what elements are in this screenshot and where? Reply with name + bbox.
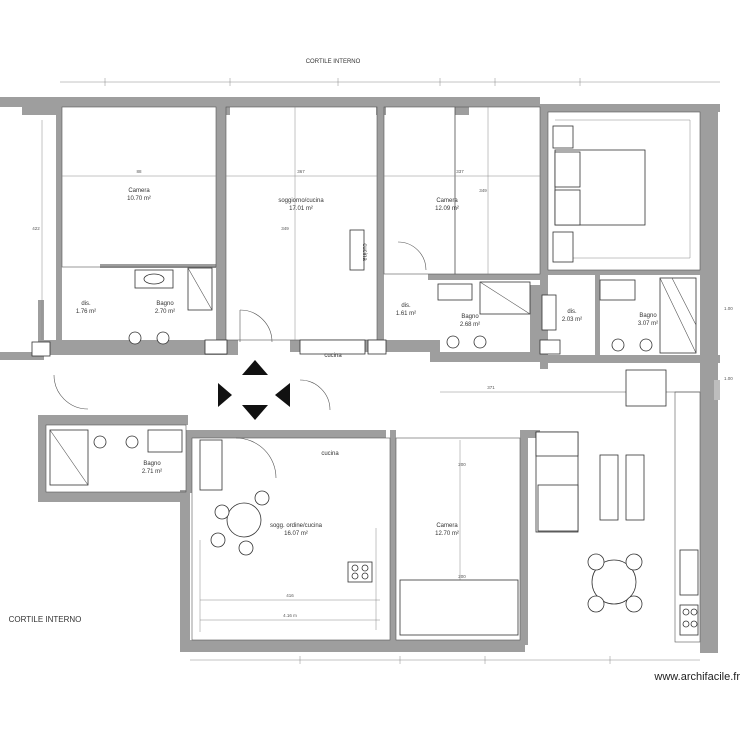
room-bagno-1-name: Bagno xyxy=(156,301,174,307)
courtyard-bottom-label: CORTILE INTERNO xyxy=(9,615,82,624)
room-bagno-3-area: 3.07 m² xyxy=(638,321,658,327)
courtyard-top-label: CORTILE INTERNO xyxy=(306,59,361,65)
room-bagno-3-name: Bagno xyxy=(639,313,657,319)
room-bagno-2-area: 2.68 m² xyxy=(460,322,480,328)
room-labels: Camera 10.70 m² soggiorno/cucina 17.01 m… xyxy=(9,188,659,624)
room-soggiorno-2-area: 16.07 m² xyxy=(284,531,308,537)
cucina-label-2: cucina xyxy=(361,243,367,261)
room-dis-2-area: 1.61 m² xyxy=(396,311,416,317)
dim-337: 337 xyxy=(456,169,464,174)
room-bagno-2-name: Bagno xyxy=(461,314,479,320)
watermark: www.archifacile.fr xyxy=(653,671,740,683)
walls xyxy=(0,97,720,653)
room-dis-1-name: dis. xyxy=(81,301,91,307)
furniture xyxy=(31,125,699,636)
dim-88: 88 xyxy=(136,169,142,174)
room-outlines xyxy=(45,106,701,643)
bottom-dimension-ticks xyxy=(190,656,700,664)
room-camera-2-name: Camera xyxy=(436,198,458,204)
room-dis-3-area: 2.03 m² xyxy=(562,317,582,323)
room-camera-3-name: Camera xyxy=(436,523,458,529)
dim-422: 422 xyxy=(32,226,40,231)
room-camera-1-name: Camera xyxy=(128,188,150,194)
dim-416b: 4.16 m xyxy=(283,613,297,618)
room-soggiorno-2-name: sogg. ordine/cucina xyxy=(270,523,323,529)
room-bagno-1-area: 2.70 m² xyxy=(155,309,175,315)
room-camera-3-area: 12.70 m² xyxy=(435,531,459,537)
dimension-lines xyxy=(41,107,691,632)
dim-416: 416 xyxy=(286,593,294,598)
dim-367: 367 xyxy=(297,169,305,174)
dim-200b: 200 xyxy=(458,574,466,579)
room-camera-2-area: 12.09 m² xyxy=(435,206,459,212)
dim-371: 371 xyxy=(487,385,495,390)
dim-100a: 1.00 xyxy=(724,306,733,311)
room-dis-3-name: dis. xyxy=(567,309,577,315)
cucina-label-1: cucina xyxy=(324,353,342,359)
room-bagno-4-area: 2.71 m² xyxy=(142,469,162,475)
room-soggiorno-1-area: 17.01 m² xyxy=(289,206,313,212)
room-soggiorno-1-name: soggiorno/cucina xyxy=(278,198,324,204)
cucina-label-3: cucina xyxy=(321,451,339,457)
dim-349: 349 xyxy=(281,226,289,231)
room-dis-1-area: 1.76 m² xyxy=(76,309,96,315)
room-dis-2-name: dis. xyxy=(401,303,411,309)
dim-100b: 1.00 xyxy=(724,376,733,381)
room-camera-1-area: 10.70 m² xyxy=(127,196,151,202)
dim-200a: 200 xyxy=(458,462,466,467)
room-bagno-4-name: Bagno xyxy=(143,461,161,467)
dim-349b: 349 xyxy=(479,188,487,193)
top-dimension-ticks xyxy=(60,78,720,86)
